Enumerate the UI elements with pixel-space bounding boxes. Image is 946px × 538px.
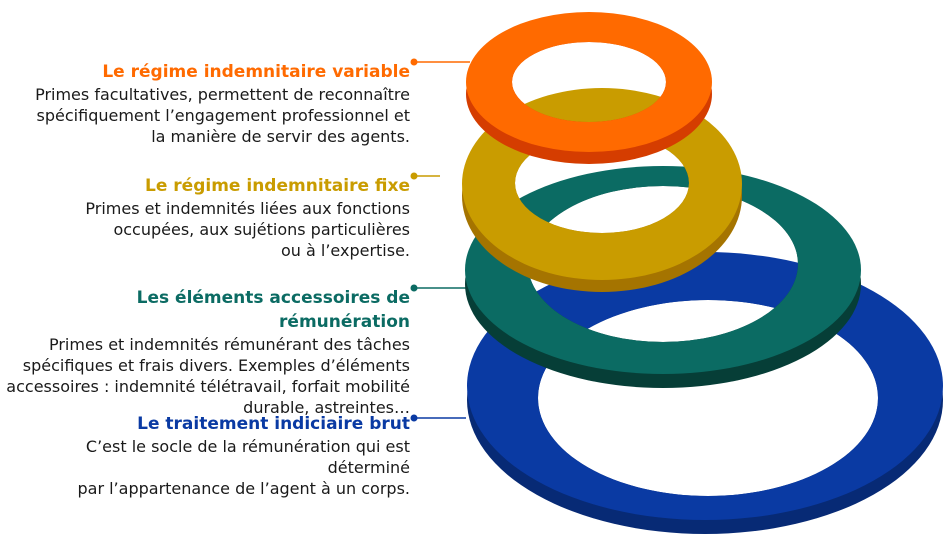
level-fixe: Le régime indemnitaire fixe Primes et in… (85, 174, 410, 261)
level-title: Le régime indemnitaire variable (102, 62, 410, 82)
connector-dot-traitement (410, 414, 418, 422)
ring-variable (466, 12, 712, 164)
connector-lines (410, 58, 470, 422)
level-variable: Le régime indemnitaire variable Primes f… (35, 60, 410, 147)
connector-dot-fixe (410, 172, 418, 180)
level-description: Primes et indemnités rémunérant des tâch… (6, 335, 410, 417)
level-title: Les éléments accessoires de rémunération (136, 288, 410, 332)
level-title: Le traitement indiciaire brut (137, 414, 410, 434)
level-accessoires: Les éléments accessoires de rémunération… (0, 286, 410, 418)
level-description: Primes facultatives, permettent de recon… (35, 85, 410, 146)
level-description: Primes et indemnités liées aux fonctions… (85, 199, 410, 260)
level-title: Le régime indemnitaire fixe (145, 176, 410, 196)
connector-dot-accessoires (410, 284, 418, 292)
level-description: C’est le socle de la rémunération qui es… (77, 437, 410, 498)
level-traitement: Le traitement indiciaire brut C’est le s… (0, 412, 410, 499)
connector-dot-variable (410, 58, 418, 66)
